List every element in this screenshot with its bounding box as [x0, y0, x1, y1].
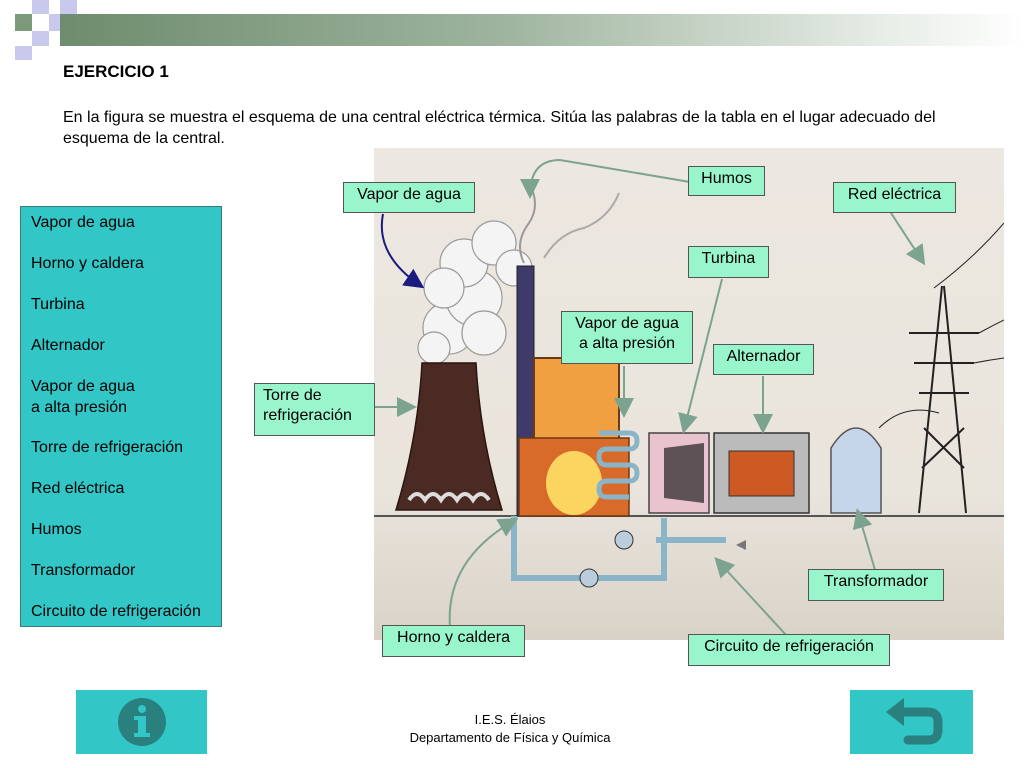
label-vapor-agua: Vapor de agua [343, 182, 475, 213]
footer: I.E.S. Élaios Departamento de Física y Q… [350, 711, 670, 747]
decor-square [49, 14, 60, 31]
label-circuito-refrigeracion: Circuito de refrigeración [688, 634, 890, 666]
info-button[interactable] [76, 690, 207, 754]
arrow-transformador [852, 508, 876, 571]
cooling-tower [394, 362, 504, 511]
decor-square [32, 31, 49, 46]
label-vapor-alta-presion: Vapor de agua a alta presión [561, 311, 693, 364]
arrow-turbina [678, 278, 723, 434]
instructions-text: En la figura se muestra el esquema de un… [63, 109, 936, 147]
return-arrow-icon [886, 698, 943, 745]
power-lines [878, 222, 1005, 429]
pylon [909, 285, 979, 514]
steam-coil [596, 430, 640, 500]
word-list-item: Turbina [31, 296, 85, 313]
arrow-red-electrica [890, 212, 926, 266]
word-list-item: Red eléctrica [31, 480, 125, 497]
label-transformador: Transformador [808, 569, 944, 601]
alternator-core [728, 450, 795, 497]
word-list-item: Humos [31, 521, 82, 538]
back-button[interactable] [850, 690, 973, 754]
label-torre-refrigeracion: Torre de refrigeración [254, 383, 375, 436]
word-list-item: Vapor de agua [31, 214, 135, 231]
info-icon [118, 698, 166, 746]
arrow-horno [448, 518, 519, 628]
word-list-item: Alternador [31, 337, 105, 354]
label-horno-caldera: Horno y caldera [382, 625, 525, 657]
word-list-item: Transformador [31, 562, 136, 579]
header-gradient-bar [60, 14, 1024, 46]
pump [579, 568, 599, 588]
decor-square [15, 46, 32, 60]
word-list-item: Torre de refrigeración [31, 439, 184, 456]
arrow-vapor-agua [380, 213, 425, 289]
footer-school: I.E.S. Élaios [474, 712, 546, 727]
arrow-humos [520, 158, 691, 199]
label-turbina: Turbina [688, 246, 769, 278]
word-list-item: Horno y caldera [31, 255, 144, 272]
exercise-title: EJERCICIO 1 [63, 62, 169, 81]
power-plant-drawing [374, 182, 1005, 588]
label-alternador: Alternador [713, 344, 814, 375]
furnace-flame [546, 451, 602, 515]
arrow-circuito [714, 557, 788, 637]
decor-square [32, 0, 49, 14]
footer-department: Departamento de Física y Química [409, 730, 611, 745]
word-list-box: Vapor de agua Horno y caldera Turbina Al… [20, 206, 222, 627]
label-red-electrica: Red eléctrica [833, 182, 956, 213]
word-list-item: Vapor de agua a alta presión [31, 378, 135, 416]
decor-square [60, 0, 77, 14]
power-plant-illustration [374, 148, 1005, 640]
cooling-coil [407, 492, 491, 504]
transformer-dome [830, 427, 882, 514]
decor-square [15, 14, 32, 31]
pump [614, 530, 634, 550]
steam-cloud [417, 220, 533, 365]
label-humos: Humos [688, 166, 765, 196]
word-list-item: Circuito de refrigeración [31, 603, 201, 620]
